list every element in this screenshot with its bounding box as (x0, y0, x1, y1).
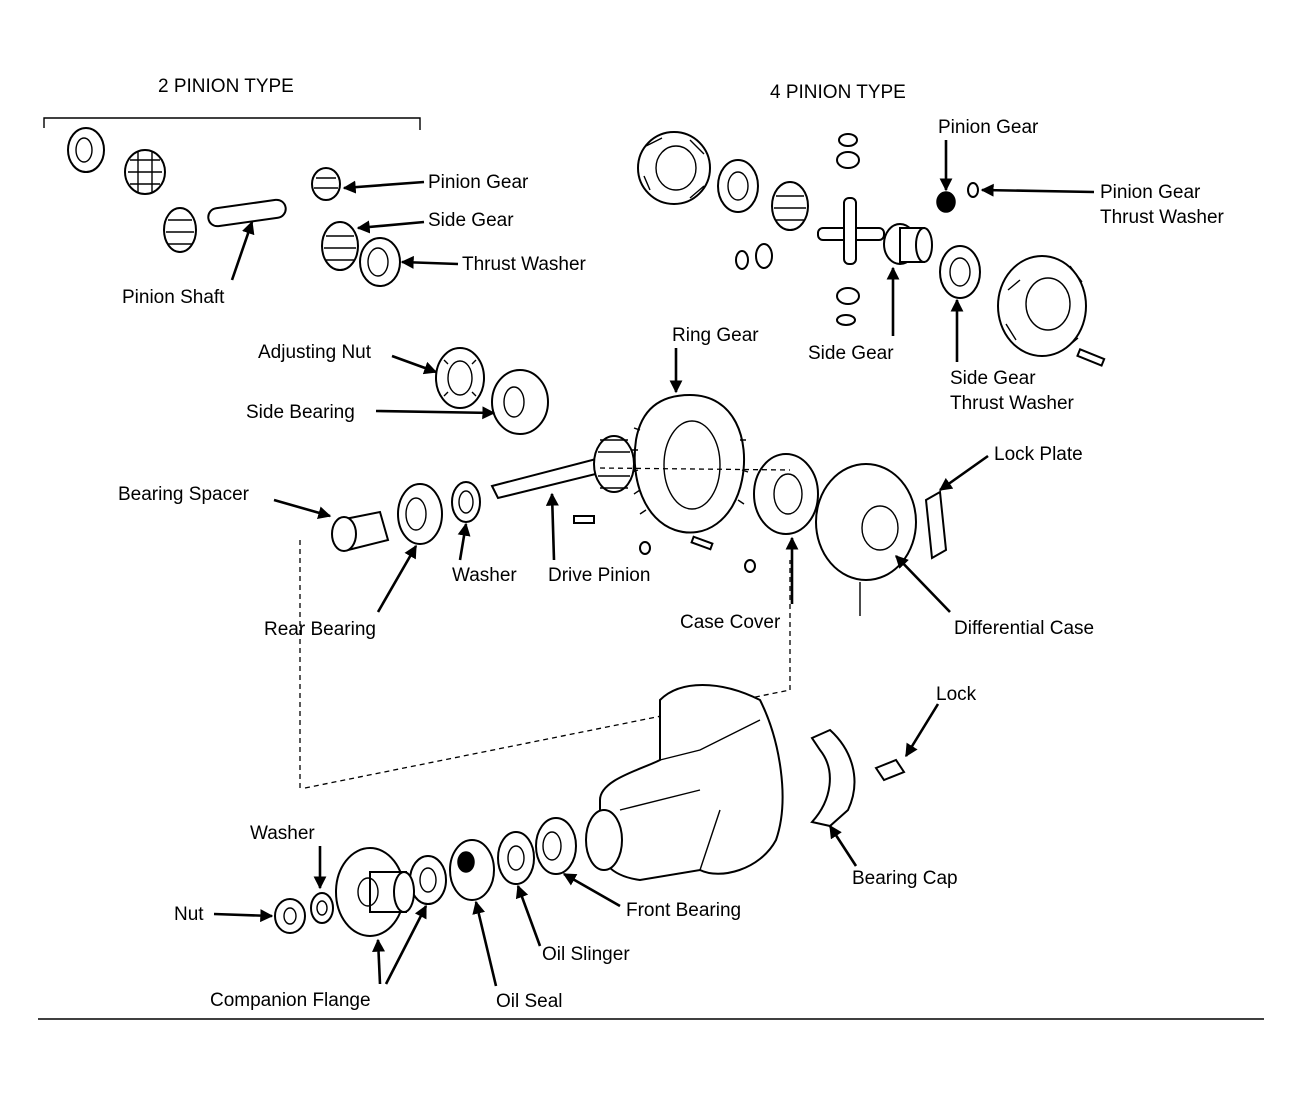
oil-slinger-part (497, 831, 535, 885)
arrow-side-gear-2 (356, 220, 425, 234)
arrow-pinion-shaft (230, 220, 255, 281)
bearing-spacer-part (331, 510, 390, 552)
differential-case-part (815, 463, 917, 616)
middle-assembly (299, 347, 948, 790)
side-gear-left-4 (771, 181, 809, 231)
label-thrust-washer-2: Thrust Washer (462, 254, 587, 275)
four-pinion-type-heading: 4 PINION TYPE (770, 82, 906, 103)
arrow-washer-mid (457, 522, 471, 561)
label-lock: Lock (936, 684, 977, 705)
oil-seal-part (449, 839, 495, 901)
companion-flange-part (335, 847, 415, 937)
front-bearing-part (535, 817, 577, 875)
label-ring-gear: Ring Gear (672, 325, 759, 346)
label-pinion-gear-2: Pinion Gear (428, 172, 529, 193)
pinion-gear-thrust-washer-part (967, 182, 979, 198)
case-cover-part (753, 453, 819, 535)
side-gear-right-4 (883, 223, 933, 265)
side-gear-thrust-washer-part (939, 245, 981, 299)
alignment-lines (299, 467, 791, 790)
companion-flange-washer-part (409, 855, 447, 905)
label-pinion-shaft: Pinion Shaft (122, 287, 225, 308)
arrow-side-bearing (375, 406, 496, 420)
ring-gear-part (631, 393, 749, 534)
washer-mid-part (451, 481, 481, 523)
bearing-cap-part (810, 728, 856, 828)
label-drive-pinion: Drive Pinion (548, 565, 650, 586)
label-nut: Nut (174, 904, 204, 925)
arrow-lock (904, 703, 940, 758)
washer-low-part (310, 892, 334, 924)
pinion-gear-4-part (936, 191, 956, 213)
label-side-bearing: Side Bearing (246, 402, 355, 423)
arrow-front-bearing (562, 872, 621, 908)
arrow-bearing-spacer (273, 498, 332, 520)
arrow-thrust-washer-2 (400, 255, 459, 269)
label-differential-case: Differential Case (954, 618, 1094, 639)
arrow-drive-pinion (545, 492, 559, 561)
arrow-companion-flange-1 (372, 938, 386, 985)
label-washer-low: Washer (250, 823, 315, 844)
arrow-pinion-gear-2 (342, 180, 425, 194)
label-side-gear-thrust-washer-2: Thrust Washer (950, 393, 1075, 414)
pinion-gear-small (163, 207, 197, 253)
arrow-adjusting-nut (391, 354, 438, 375)
case-half-upper (637, 131, 711, 205)
label-bearing-spacer: Bearing Spacer (118, 484, 250, 505)
rear-bearing-part (397, 483, 443, 545)
label-bearing-cap: Bearing Cap (852, 868, 958, 889)
label-companion-flange: Companion Flange (210, 990, 371, 1011)
label-lock-plate: Lock Plate (994, 444, 1083, 465)
arrow-pinion-gear-thrust-washer (980, 183, 1095, 197)
side-gear-part-2 (321, 221, 359, 271)
lower-assembly (274, 684, 906, 937)
label-case-cover: Case Cover (680, 612, 781, 633)
label-washer-mid: Washer (452, 565, 517, 586)
side-washer-left (717, 159, 759, 213)
arrow-bearing-cap (828, 824, 858, 867)
label-oil-slinger: Oil Slinger (542, 944, 630, 965)
thrust-washer-part-2 (359, 237, 401, 287)
lock-plate-part (924, 490, 948, 560)
label-side-gear-2: Side Gear (428, 210, 514, 231)
label-side-gear-4: Side Gear (808, 343, 894, 364)
drive-pinion-part (490, 435, 635, 500)
side-bearing-part (491, 369, 549, 435)
case-bolt (1076, 348, 1106, 367)
arrow-companion-flange-2 (384, 904, 428, 985)
pinion-shaft-part (207, 198, 287, 228)
arrow-lock-plate (938, 454, 989, 492)
case-half-lower (997, 255, 1087, 357)
four-pinion-parts (637, 131, 1106, 367)
thrust-washer-small (67, 127, 105, 173)
pinion-gears-small-4 (735, 133, 860, 326)
label-rear-bearing: Rear Bearing (264, 619, 376, 640)
two-pinion-bracket (43, 117, 421, 130)
label-front-bearing: Front Bearing (626, 900, 741, 921)
label-side-gear-thrust-washer-1: Side Gear (950, 368, 1036, 389)
label-pinion-gear-thrust-washer-2: Thrust Washer (1100, 207, 1225, 228)
two-pinion-type-heading: 2 PINION TYPE (158, 76, 294, 97)
arrow-differential-case (895, 555, 951, 613)
pinion-gear-part-2 (311, 167, 341, 201)
arrow-oil-seal (472, 900, 498, 987)
arrow-rear-bearing (376, 544, 418, 613)
side-gear-small (124, 149, 166, 195)
label-oil-seal: Oil Seal (496, 991, 563, 1012)
label-pinion-gear-thrust-washer-1: Pinion Gear (1100, 182, 1201, 203)
two-pinion-parts (67, 127, 401, 287)
label-pinion-gear-4: Pinion Gear (938, 117, 1039, 138)
carrier-housing (585, 684, 784, 882)
nut-part (274, 898, 306, 934)
adjusting-nut-part (435, 347, 485, 409)
lock-part (874, 758, 906, 782)
label-adjusting-nut: Adjusting Nut (258, 342, 372, 363)
arrow-nut (213, 909, 274, 923)
small-bolts (573, 515, 756, 573)
cross-shaft (817, 197, 885, 265)
arrow-oil-slinger (515, 884, 542, 947)
